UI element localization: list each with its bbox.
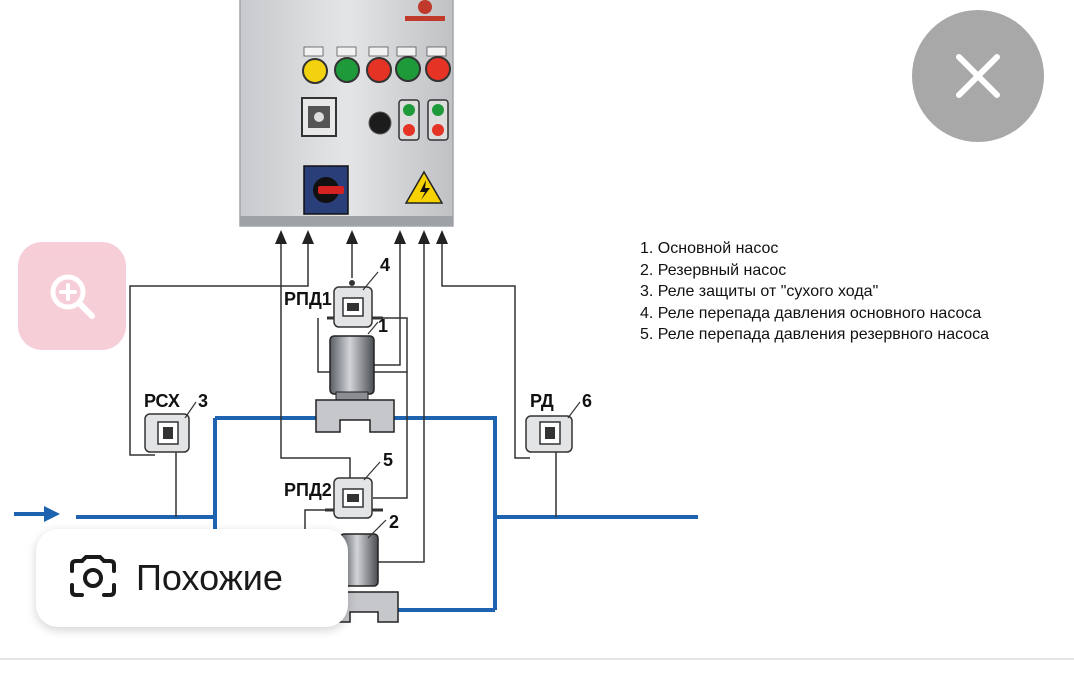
signal-wires (129, 234, 557, 563)
relay-rpd2 (325, 477, 383, 519)
label-rpd1: РПД1 (284, 289, 332, 309)
label-rsh: РСХ (144, 391, 180, 411)
relay-rpd1 (327, 280, 383, 328)
legend-item: 4. Реле перепада давления основного насо… (640, 304, 982, 322)
legend-item: 2. Резервный насос (640, 261, 787, 279)
flow-arrowhead-icon (44, 506, 60, 522)
callout-2: 2 (389, 512, 399, 532)
callout-1: 1 (378, 316, 388, 336)
similar-images-button[interactable]: Похожие (36, 529, 348, 627)
camera-lens-icon (70, 555, 116, 597)
diagram-legend: 1. Основной насос 2. Резервный насос 3. … (640, 238, 989, 346)
legend-item: 1. Основной насос (640, 240, 779, 257)
main-pump (315, 335, 395, 433)
callout-4: 4 (380, 255, 390, 275)
zoom-in-icon (50, 274, 95, 319)
wire-arrows (275, 230, 448, 244)
callout-6: 6 (582, 391, 592, 411)
brand-logo (405, 0, 445, 21)
legend-item: 5. Реле перепада давления резервного нас… (640, 326, 990, 343)
bottom-divider (0, 658, 1074, 660)
similar-images-label: Похожие (136, 557, 283, 598)
callout-leaders (184, 271, 581, 539)
callout-5: 5 (383, 450, 393, 470)
legend-item: 3. Реле защиты от "сухого хода" (640, 283, 879, 300)
reserve-pump (339, 533, 399, 623)
relay-rsh (144, 413, 190, 453)
close-icon (956, 54, 1000, 98)
close-button[interactable] (912, 10, 1044, 142)
indicator-lamps (302, 56, 451, 84)
label-rd: РД (530, 391, 554, 411)
label-rpd2: РПД2 (284, 480, 332, 500)
control-cabinet (239, 0, 454, 227)
zoom-button[interactable] (18, 242, 126, 350)
callout-3: 3 (198, 391, 208, 411)
relay-rd (525, 415, 573, 453)
